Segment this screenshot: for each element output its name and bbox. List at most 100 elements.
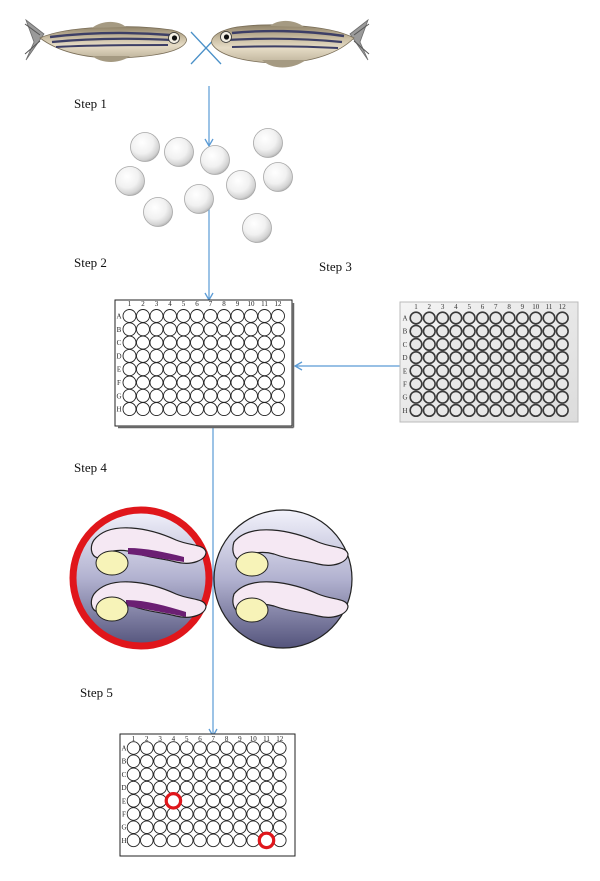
plate-column-label: 8 — [507, 303, 511, 311]
plate-well — [179, 807, 194, 821]
plate-row-label: E — [122, 797, 126, 805]
plate-well — [122, 388, 137, 403]
embryo-group — [115, 128, 293, 243]
embryo-egg-icon — [200, 145, 230, 175]
plate-row-label: D — [116, 352, 121, 360]
plate-column-label: 11 — [546, 303, 553, 311]
plate-column-label: 8 — [225, 735, 229, 743]
plate-well — [422, 351, 436, 365]
plate-well — [489, 311, 503, 325]
plate-well — [542, 377, 556, 391]
plate-well — [273, 833, 287, 848]
plate-well — [475, 324, 490, 338]
plate-well — [259, 794, 274, 808]
plate-well — [489, 364, 503, 378]
plate-well — [462, 390, 476, 404]
plate-well — [502, 351, 516, 365]
plate-well — [149, 362, 164, 377]
plate-column-label: 12 — [276, 735, 284, 743]
plate-well — [271, 309, 285, 323]
plate-well — [122, 362, 137, 377]
plate-well — [122, 335, 137, 350]
plate-well — [489, 337, 503, 352]
plate-column-label: 1 — [414, 303, 418, 311]
plate-well — [193, 780, 207, 795]
plate-column-label: 8 — [222, 300, 226, 308]
plate-well — [409, 403, 423, 418]
plate-well — [462, 377, 476, 391]
plate-well — [136, 388, 150, 403]
step-3-label: Step 3 — [319, 259, 352, 274]
plate-well — [246, 767, 260, 782]
plate-well — [193, 820, 207, 834]
plate-well — [436, 337, 450, 352]
plate-well — [176, 375, 191, 390]
plate-well — [436, 311, 450, 325]
plate-well — [203, 309, 218, 323]
plate-well — [422, 324, 436, 338]
plate-well — [542, 311, 556, 325]
plate-well — [206, 754, 221, 768]
plate-well — [233, 807, 247, 821]
plate-well — [219, 820, 234, 834]
plate-well — [409, 311, 423, 325]
plate-well — [462, 311, 476, 325]
plate-well — [257, 348, 272, 363]
plate-well — [193, 807, 207, 821]
plate-well — [140, 820, 154, 834]
step-5-label: Step 5 — [80, 685, 113, 700]
plate-well — [230, 402, 245, 417]
plate-well — [206, 794, 221, 808]
plate-well — [462, 364, 476, 378]
plate-column-label: 6 — [481, 303, 485, 311]
plate-well — [122, 322, 137, 337]
plate-well — [190, 309, 204, 323]
plate-well — [190, 375, 204, 390]
plate-well — [179, 794, 194, 808]
plate-well — [153, 741, 167, 755]
plate-well — [219, 833, 234, 848]
plate-row-label: G — [121, 824, 126, 832]
plate-well — [271, 322, 285, 337]
plate-well — [176, 335, 191, 350]
plate-well — [206, 820, 221, 834]
plate-well — [502, 324, 516, 338]
plate-well — [136, 402, 150, 417]
plate-column-label: 7 — [209, 300, 213, 308]
plate-well — [502, 403, 516, 418]
plate-well — [140, 833, 154, 848]
plate-well — [246, 807, 260, 821]
plate-well — [257, 375, 272, 390]
plate-well — [422, 337, 436, 352]
plate-row-label: B — [117, 326, 122, 334]
plate-well — [273, 807, 287, 821]
plate-well — [449, 311, 463, 325]
plate-well — [140, 807, 154, 821]
plate-well — [230, 322, 245, 337]
plate-row-label: H — [121, 837, 126, 845]
plate-well — [502, 311, 516, 325]
plate-well — [515, 311, 530, 325]
plate-well — [149, 348, 164, 363]
plate-well — [462, 403, 476, 418]
embryo-egg-icon — [143, 197, 173, 227]
plate-well — [271, 348, 285, 363]
plate-well — [126, 754, 141, 768]
plate-well — [436, 403, 450, 418]
plate-well — [163, 335, 177, 350]
plate-well — [529, 351, 543, 365]
plate-well — [422, 311, 436, 325]
plate-well — [489, 351, 503, 365]
plate-well — [271, 388, 285, 403]
plate-well — [244, 362, 258, 377]
plate-column-label: 4 — [168, 300, 172, 308]
plate-well — [422, 364, 436, 378]
plate-well — [502, 390, 516, 404]
plate-well — [230, 335, 245, 350]
plate-well — [244, 388, 258, 403]
plate-well — [449, 390, 463, 404]
step-2-label: Step 2 — [74, 255, 107, 270]
plate-well — [203, 322, 218, 337]
plate-well — [217, 402, 231, 417]
